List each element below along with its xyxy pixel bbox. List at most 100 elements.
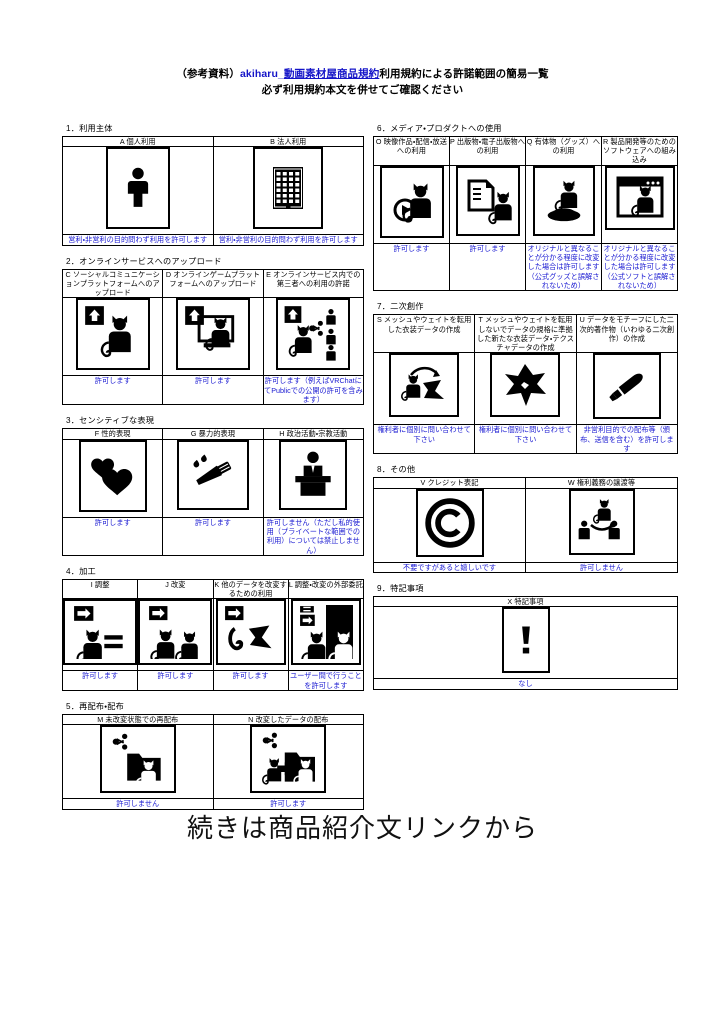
cell-result-a: 営利・非営利の目的問わず利用を許可します	[62, 234, 214, 246]
upload-cat-monitor-icon	[175, 298, 250, 371]
cell-icon-k	[212, 598, 289, 672]
hearts-icon	[78, 439, 147, 512]
cat-app-window-icon	[604, 165, 675, 230]
cell-header-u: U データをモチーフにした二次的著作物（いわゆる二次創作）の作成	[575, 314, 679, 354]
section-7-heading: 7．二次創作	[377, 302, 424, 312]
table-row-icon	[373, 487, 678, 563]
table-row-icon	[62, 724, 364, 800]
share-folder-modified-cat-icon	[250, 725, 327, 794]
table-row-icon	[372, 352, 679, 426]
cell-header-q: Q 有体物（グッズ）への利用	[525, 136, 602, 166]
table-row-result: なし	[373, 678, 678, 690]
cell-result-s: 権利者に個別に問い合わせて下さい	[372, 424, 476, 455]
table-row-result: 不要ですがあると嬉しいです許可しません	[373, 561, 678, 574]
cat-play-button-icon	[379, 165, 444, 238]
table-row-result: 営利・非営利の目的問わず利用を許可します営利・非営利の目的問わず利用を許可します	[62, 234, 364, 246]
cat-figure-stand-icon	[532, 165, 595, 236]
cell-header-l: L 調整・改変の外部委託	[287, 578, 365, 600]
cell-icon-b	[212, 146, 364, 236]
cell-header-k: K 他のデータを改変するための利用	[212, 578, 289, 600]
cell-result-k: 許可します	[212, 670, 289, 692]
arrow-cat-equals-icon	[63, 599, 138, 666]
table-row-icon	[62, 146, 364, 236]
cell-icon-r	[601, 164, 678, 244]
title-blue-text: akiharu_	[239, 68, 284, 80]
cell-result-e: 許可します（例えばVRChatにてPublicでの公開の許可を含みます）	[262, 375, 365, 406]
share-folder-cat-icon	[99, 725, 176, 794]
cell-result-i: 許可します	[61, 670, 139, 692]
section-3-heading: 3．センシティブな表現	[66, 416, 155, 426]
building-icon	[253, 147, 324, 230]
cell-result-g: 許可します	[162, 516, 264, 556]
cat-mesh-transfer-icon	[389, 353, 460, 418]
cell-header-t: T メッシュやウェイトを転用しないでデータの規格に準拠した新たな衣装データ・テク…	[474, 314, 577, 354]
table-row-icon	[373, 606, 678, 680]
section-9-table: X 特記事項なし	[373, 595, 678, 690]
footer-note: 続きは商品紹介文リンクから	[186, 813, 538, 843]
title-suffix: 利用規約による許諾範囲の簡易一覧	[379, 68, 549, 80]
cell-header-f: F 性的表現	[61, 428, 164, 440]
table-row-icon	[61, 438, 365, 518]
cell-result-n: 許可します	[212, 798, 364, 810]
cell-icon-x	[373, 606, 678, 680]
table-row-result: 許可しません許可します	[62, 798, 364, 810]
table-row-icon	[61, 297, 365, 377]
cell-result-c: 許可します	[61, 375, 164, 406]
cell-icon-q	[525, 164, 602, 244]
cell-header-x: X 特記事項	[373, 595, 678, 608]
cell-result-p: 許可します	[449, 242, 526, 292]
cell-result-o: 許可します	[373, 242, 450, 292]
cell-header-a: A 個人利用	[62, 135, 214, 148]
title-blue-underlined-text: 動画素材屋商品規約	[283, 68, 380, 80]
arrow-cat-tail-mesh-icon	[215, 599, 286, 666]
cell-header-o: O 映像作品・配信・放送への利用	[373, 136, 450, 166]
cell-header-i: I 調整	[61, 578, 139, 600]
page-title-line-1: （参考資料）akiharu_動画素材屋商品規約利用規約による許諾範囲の簡易一覧	[0, 66, 725, 82]
section-8-heading: 8．その他	[377, 465, 416, 475]
cell-icon-e	[262, 297, 365, 377]
two-cats-outsource-icon	[290, 599, 361, 666]
cell-icon-d	[162, 297, 264, 377]
section-2-heading: 2．オンラインサービスへのアップロード	[66, 256, 222, 266]
cell-header-c: C ソーシャルコミュニケーションプラットフォームへのアップロード	[61, 268, 164, 299]
table-row-result: 許可します許可します許可します（例えばVRChatにてPublicでの公開の許可…	[61, 375, 365, 406]
table-row-header: X 特記事項	[373, 595, 678, 608]
cell-result-d: 許可します	[162, 375, 264, 406]
section-9-heading: 9．特記事項	[377, 583, 424, 593]
cell-icon-o	[373, 164, 450, 244]
cell-icon-u	[575, 352, 679, 426]
cell-result-f: 許可します	[61, 516, 164, 556]
copyright-icon	[415, 488, 484, 557]
cell-header-v: V クレジット表記	[373, 477, 526, 489]
person-icon	[105, 147, 170, 230]
table-row-icon	[373, 164, 678, 244]
cell-result-v: 不要ですがあると嬉しいです	[373, 561, 526, 574]
cell-icon-i	[61, 598, 139, 672]
page-title-line-2: 必ず利用規約本文を併せてご確認ください	[261, 84, 464, 97]
title-prefix: （参考資料）	[176, 68, 240, 80]
cell-header-m: M 未改変状態での再配布	[62, 714, 214, 726]
upload-cat-share-people-icon	[276, 298, 351, 371]
bloody-knife-icon	[176, 439, 249, 510]
cell-header-n: N 改変したデータの配布	[212, 714, 364, 726]
section-5-heading: 5．再配布・配布	[66, 702, 125, 712]
cell-result-t: 権利者に個別に問い合わせて下さい	[474, 424, 577, 455]
